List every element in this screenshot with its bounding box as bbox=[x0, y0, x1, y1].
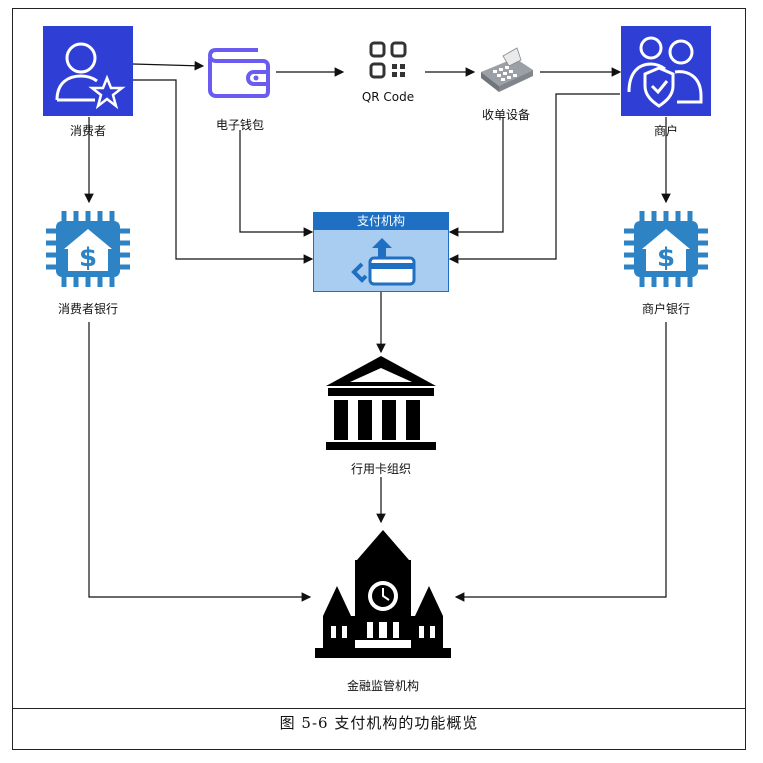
caption-divider bbox=[12, 708, 746, 709]
edge-merchant-payment bbox=[448, 93, 620, 264]
consumer-bank-label: 消费者银行 bbox=[57, 302, 118, 316]
edge-merchantbank-regulator bbox=[454, 322, 667, 602]
card-terminal-icon bbox=[481, 47, 533, 92]
consumer-label: 消费者 bbox=[69, 124, 106, 138]
card-organization-label: 行用卡组织 bbox=[350, 462, 411, 476]
bank-chip-icon: $ bbox=[46, 211, 130, 287]
card-organization-node bbox=[324, 354, 438, 450]
edge-pos-payment bbox=[448, 117, 504, 237]
qr-code-icon bbox=[369, 41, 407, 79]
financial-regulator-node bbox=[311, 530, 455, 660]
user-star-icon bbox=[43, 26, 133, 116]
card-swap-icon bbox=[351, 238, 416, 286]
ewallet-label: 电子钱包 bbox=[215, 118, 264, 132]
qrcode-node bbox=[368, 40, 408, 80]
users-shield-icon bbox=[621, 26, 711, 116]
diagram-frame bbox=[12, 8, 746, 750]
merchant-label: 商户 bbox=[653, 124, 678, 138]
payment-institution-title: 支付机构 bbox=[314, 213, 448, 230]
pos-label: 收单设备 bbox=[481, 108, 530, 122]
courthouse-icon bbox=[326, 356, 436, 450]
figure-caption: 图 5-6 支付机构的功能概览 bbox=[279, 714, 479, 732]
edge-consumer-payment bbox=[133, 79, 314, 264]
payment-institution-node: 支付机构 bbox=[313, 212, 449, 292]
wallet-icon bbox=[208, 48, 270, 98]
merchant-node bbox=[621, 26, 711, 116]
edge-consumerbank-regulator bbox=[88, 322, 312, 602]
financial-regulator-label: 金融监管机构 bbox=[346, 679, 419, 693]
clock-tower-icon bbox=[315, 530, 451, 658]
pos-node bbox=[475, 46, 537, 92]
ewallet-node bbox=[204, 44, 276, 100]
edge-consumer-wallet bbox=[132, 60, 205, 71]
merchant-bank-label: 商户银行 bbox=[641, 302, 690, 316]
consumer-node bbox=[43, 26, 133, 116]
edge-wallet-payment bbox=[239, 130, 314, 237]
merchant-bank-node: $ bbox=[620, 203, 712, 295]
consumer-bank-node: $ bbox=[42, 203, 134, 295]
bank-chip-icon: $ bbox=[624, 211, 708, 287]
qrcode-label: QR Code bbox=[361, 90, 415, 104]
svg-text:$: $ bbox=[657, 243, 675, 273]
svg-text:$: $ bbox=[79, 243, 97, 273]
